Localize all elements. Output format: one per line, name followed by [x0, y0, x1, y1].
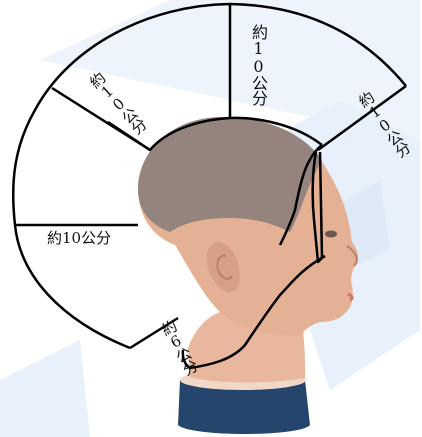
label-top-measure: 約10公分 [249, 24, 268, 105]
hairline-guide [278, 144, 323, 246]
mouth [347, 292, 354, 302]
measurement-lines [11, 2, 407, 370]
hair-cap [138, 116, 322, 232]
outer-arc [11, 2, 407, 350]
face-guide [311, 151, 324, 264]
divider-left-upper [51, 86, 151, 152]
nape-line [181, 254, 326, 370]
divider-bottom [129, 316, 179, 350]
divider-right [317, 84, 407, 152]
eye [325, 230, 337, 238]
ear [206, 242, 240, 293]
nose [346, 245, 358, 267]
label-left-middle-measure: 約10公分 [47, 229, 112, 247]
